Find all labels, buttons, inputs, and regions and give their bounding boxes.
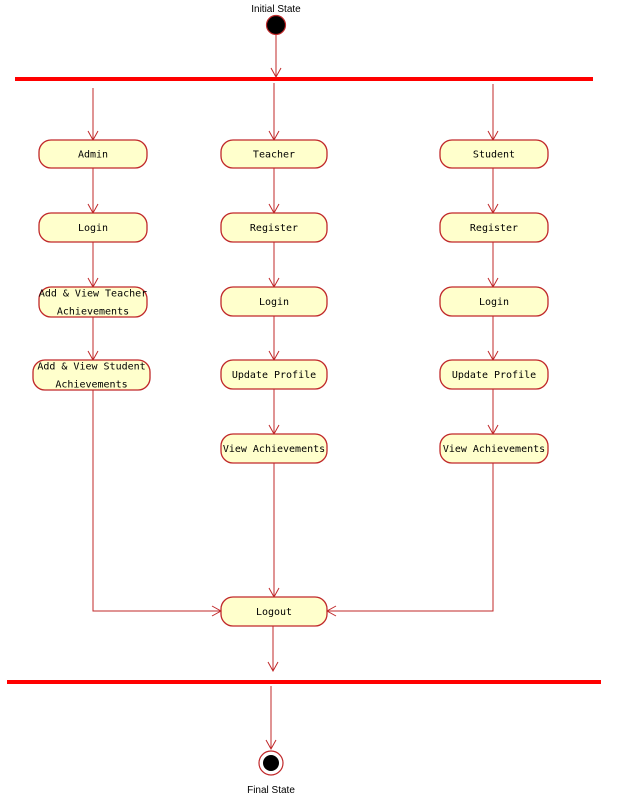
node-label: Login — [259, 297, 289, 308]
final-state-dot — [263, 755, 279, 771]
node-box — [220, 433, 328, 464]
node-label: Admin — [78, 150, 108, 161]
node-box — [439, 433, 549, 464]
edge-initial-to-fork-arrowhead — [270, 67, 282, 79]
fork-bar — [15, 77, 593, 81]
node-box — [439, 139, 549, 169]
node-admin-login: Login — [38, 212, 148, 243]
node-teacher: Teacher — [220, 139, 328, 169]
node-label: Student — [473, 150, 515, 161]
node-student: Student — [439, 139, 549, 169]
node-box — [220, 212, 328, 243]
node-label: Login — [78, 223, 108, 234]
node-student-view: View Achievements — [439, 433, 549, 464]
node-box — [32, 359, 151, 391]
edge-add-student-to-logout — [92, 390, 221, 612]
node-logout: Logout — [220, 596, 328, 627]
node-box — [38, 212, 148, 243]
node-box — [220, 359, 328, 390]
edge-student-view-to-logout — [327, 463, 494, 612]
node-label: Update Profile — [232, 370, 316, 381]
node-teacher-login: Login — [220, 286, 328, 317]
initial-state-node — [265, 14, 287, 36]
node-box — [220, 286, 328, 317]
node-label: Register — [470, 223, 518, 234]
node-admin: Admin — [38, 139, 148, 169]
node-teacher-register: Register — [220, 212, 328, 243]
node-label: Register — [250, 223, 298, 234]
join-bar — [7, 680, 601, 684]
edge-logout-to-join-arrowhead — [267, 661, 279, 673]
node-student-update: Update Profile — [439, 359, 549, 390]
initial-state-label: Initial State — [251, 4, 301, 15]
node-student-login: Login — [439, 286, 549, 317]
node-teacher-view: View Achievements — [220, 433, 328, 464]
node-teacher-update: Update Profile — [220, 359, 328, 390]
node-label: Logout — [256, 607, 292, 618]
node-box — [38, 139, 148, 169]
node-label: Update Profile — [452, 370, 536, 381]
node-label: View Achievements — [443, 444, 545, 455]
node-box — [220, 139, 328, 169]
node-box — [439, 359, 549, 390]
node-box — [220, 596, 328, 627]
node-student-register: Register — [439, 212, 549, 243]
node-label: View Achievements — [223, 444, 325, 455]
node-box — [38, 286, 148, 318]
node-label: Achievements — [57, 307, 129, 318]
node-box — [439, 286, 549, 317]
node-box — [439, 212, 549, 243]
node-label: Achievements — [55, 380, 127, 391]
node-label: Login — [479, 297, 509, 308]
node-label: Add & View Student — [37, 362, 145, 373]
node-label: Add & View Teacher — [39, 289, 147, 300]
node-label: Teacher — [253, 150, 295, 161]
edge-join-to-final-arrowhead — [265, 739, 277, 751]
final-state-label: Final State — [247, 785, 295, 796]
